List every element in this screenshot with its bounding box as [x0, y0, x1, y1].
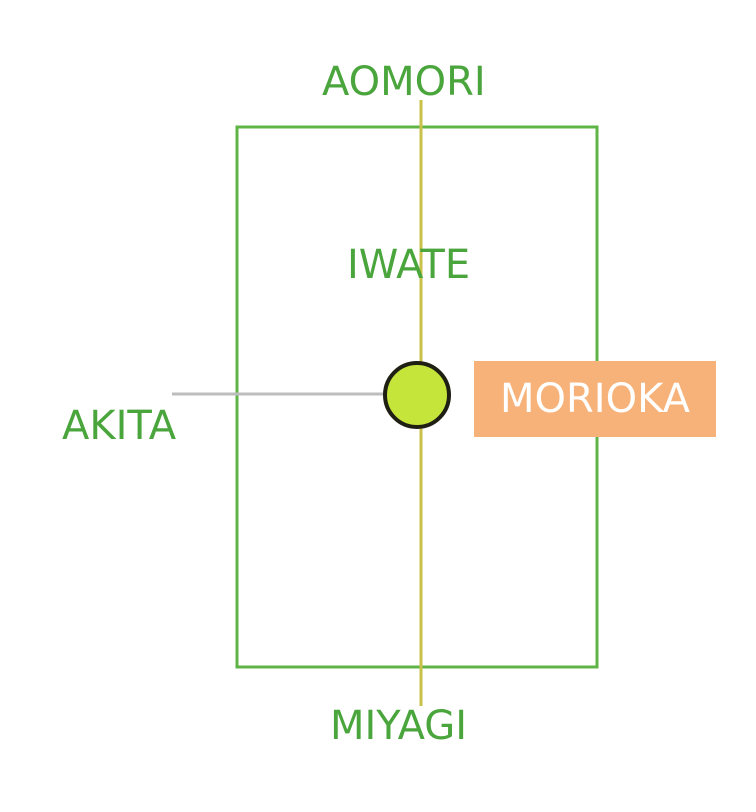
capital-label-box: MORIOKA: [474, 361, 716, 437]
label-iwate: IWATE: [347, 242, 471, 288]
label-aomori: AOMORI: [322, 59, 486, 105]
label-akita: AKITA: [62, 403, 177, 449]
capital-marker: [383, 361, 451, 429]
label-morioka: MORIOKA: [500, 376, 690, 422]
label-miyagi: MIYAGI: [330, 703, 468, 749]
